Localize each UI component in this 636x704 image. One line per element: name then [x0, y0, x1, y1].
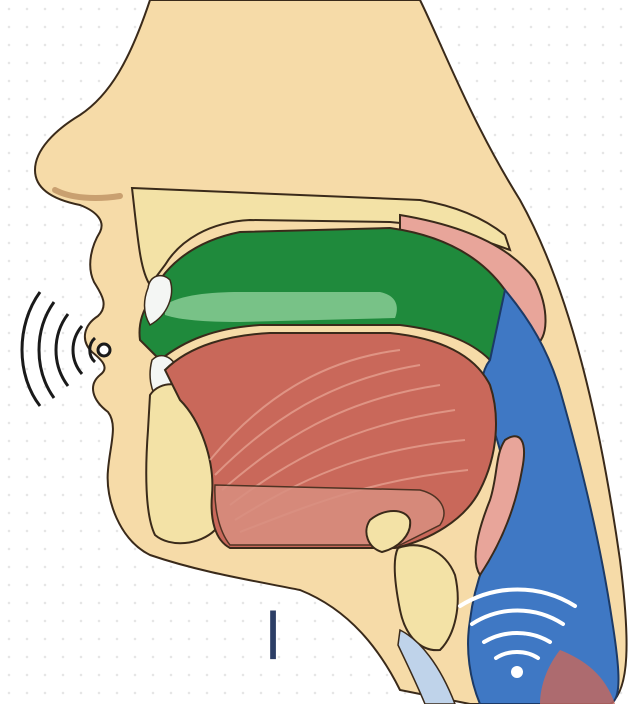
marker-label: ا: [258, 598, 288, 678]
upper-teeth-row: [165, 292, 397, 322]
floor-of-mouth: [215, 485, 444, 545]
